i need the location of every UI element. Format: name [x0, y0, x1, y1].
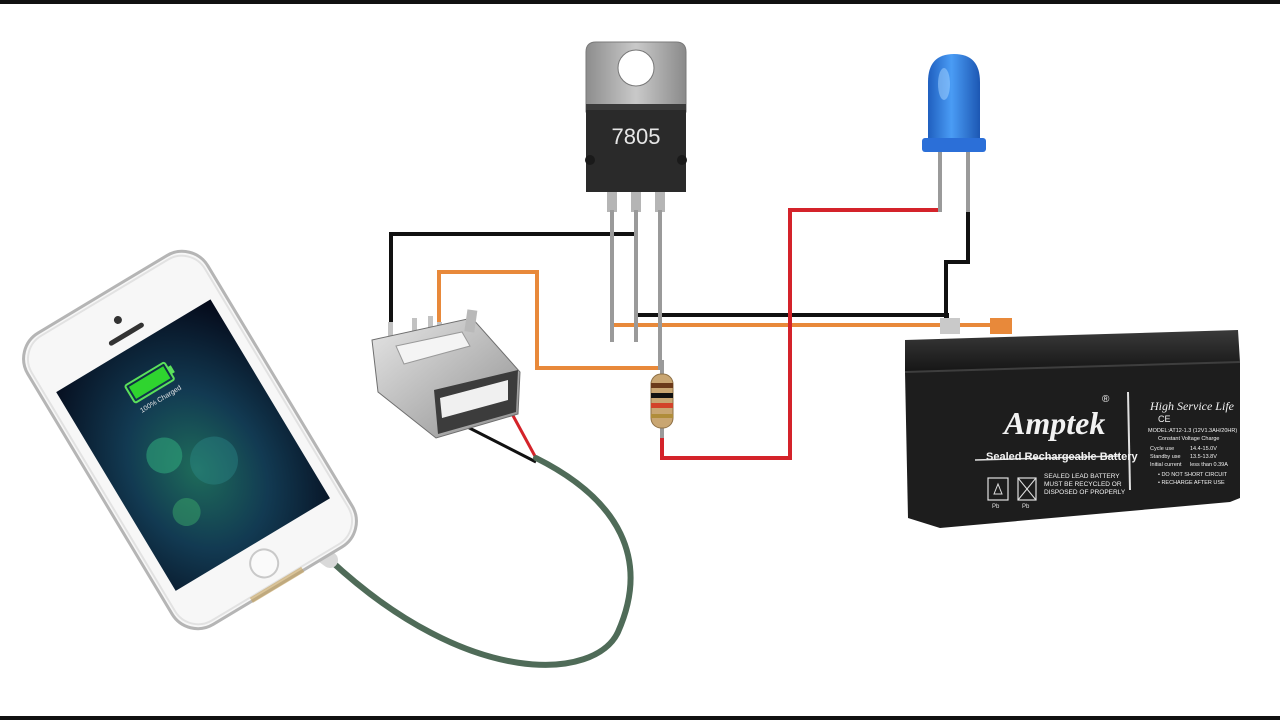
battery-spec-name: Cycle use	[1150, 446, 1174, 452]
battery-spec-header: Constant Voltage Charge	[1158, 436, 1219, 442]
voltage-regulator: 7805	[585, 41, 687, 370]
battery-spec-name: Standby use	[1150, 454, 1181, 460]
mounting-hole	[617, 49, 655, 87]
pb-label: Pb	[992, 504, 1000, 510]
blue-led	[922, 54, 986, 212]
wire-orange-usb-resistor	[437, 270, 662, 370]
pin-input	[610, 210, 614, 342]
battery-warning: • DO NOT SHORT CIRCUIT	[1158, 472, 1228, 478]
battery-registered-mark: ®	[1102, 394, 1110, 405]
pb-label: Pb	[1022, 504, 1030, 510]
bottom-border	[0, 716, 1280, 720]
trash-bin-crossed-icon	[1017, 477, 1037, 501]
battery-terminal-positive	[990, 318, 1012, 334]
battery-slogan: High Service Life	[1149, 399, 1235, 413]
wire-black-led-battery	[944, 212, 970, 318]
battery-spec-name: Initial current	[1150, 462, 1182, 468]
battery-spec-value: less than 0.39A	[1190, 462, 1228, 468]
regulator-label: 7805	[612, 124, 661, 149]
battery-model: MODEL:AT12-1.3 (12V1.3AH/20HR)	[1148, 428, 1237, 434]
pin-ground	[634, 210, 638, 342]
camera-icon	[113, 315, 122, 324]
phone-screen	[56, 299, 330, 591]
wire-black-regulator-usb	[389, 232, 636, 330]
home-button	[249, 548, 280, 579]
speaker-grille	[108, 322, 144, 346]
pin-output	[658, 210, 662, 370]
recycle-icon	[987, 477, 1009, 501]
top-border	[0, 0, 1280, 4]
battery-spec-value: 13.5-13.8V	[1190, 454, 1217, 460]
smartphone: 100% Charged	[22, 249, 358, 631]
battery: Amptek ® Sealed Rechargeable Battery Hig…	[904, 318, 1241, 528]
battery-title: Sealed Rechargeable Battery	[986, 451, 1139, 463]
battery-spec-value: 14.4-15.0V	[1190, 446, 1217, 452]
regulator-body	[586, 104, 686, 192]
recycle-note-line: SEALED LEAD BATTERY	[1044, 473, 1120, 480]
usb-port	[371, 309, 521, 439]
battery-terminal-negative	[940, 318, 960, 334]
recycle-note-line: DISPOSED OF PROPERLY	[1044, 489, 1126, 496]
recycle-note-line: MUST BE RECYCLED OR	[1044, 481, 1122, 488]
battery-warning: • RECHARGE AFTER USE	[1158, 480, 1225, 486]
battery-brand: Amptek	[1002, 405, 1105, 441]
battery-ce-mark: CE	[1158, 414, 1171, 424]
resistor	[650, 360, 674, 438]
wire-red-resistor-led	[660, 208, 940, 460]
